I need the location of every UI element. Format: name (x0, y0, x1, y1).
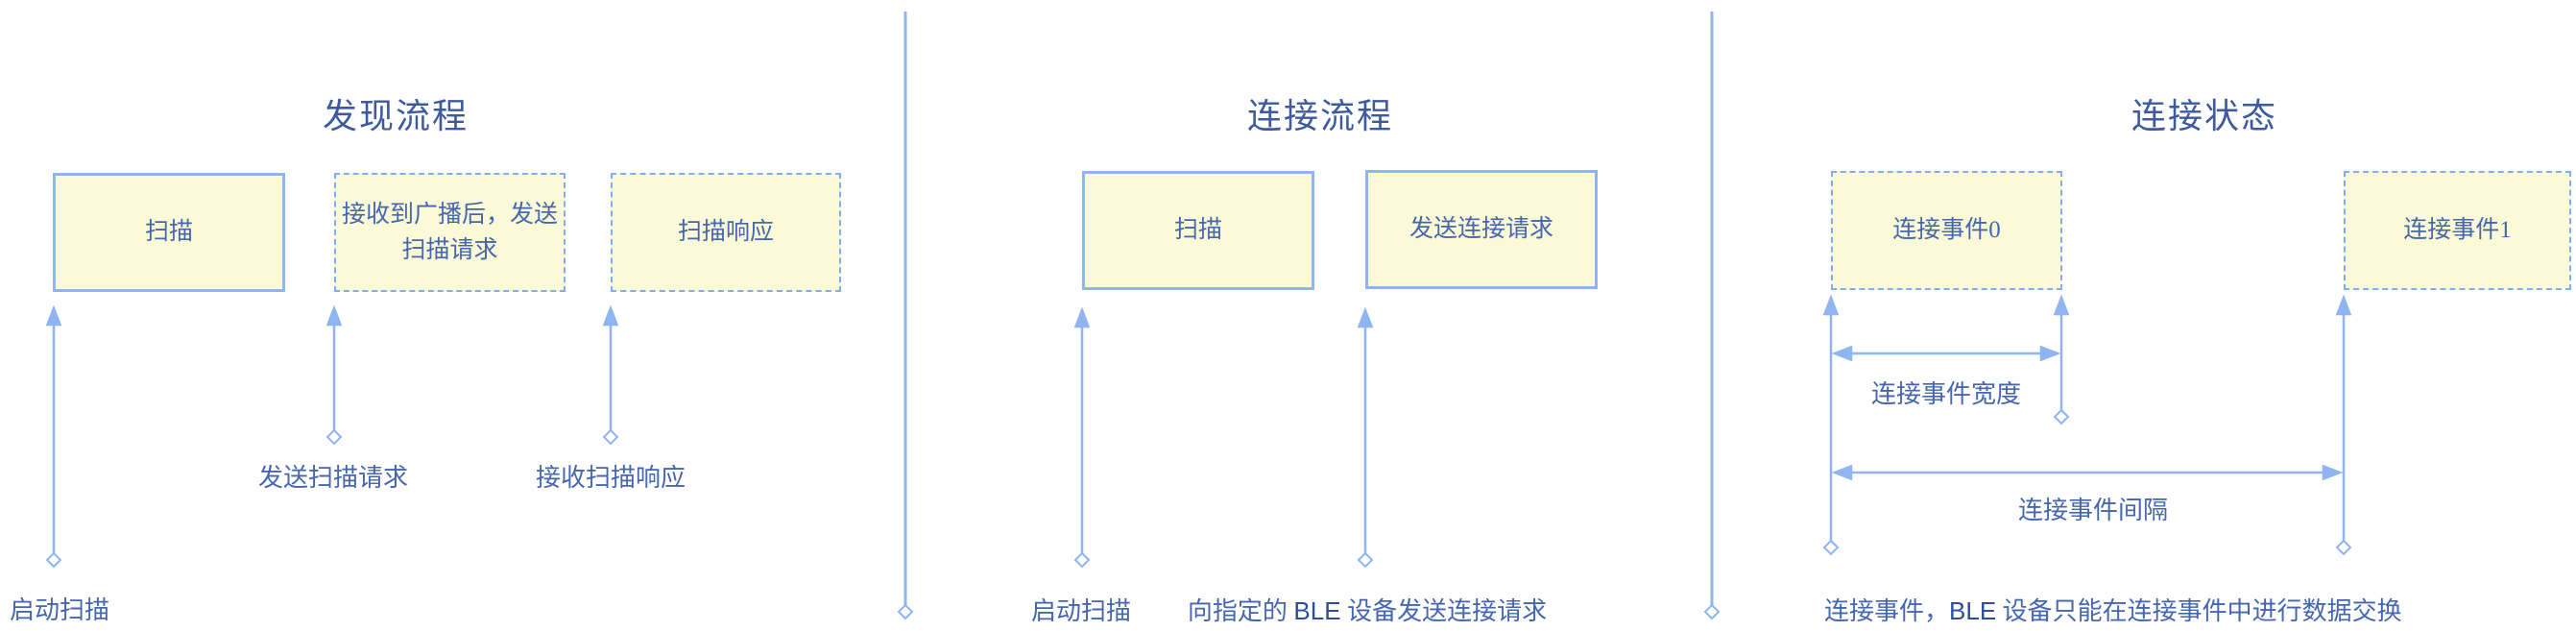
section-title-connection-flow: 连接流程 (1246, 97, 1394, 135)
double-arrow-event-width (1831, 345, 2061, 362)
arrowhead-left-icon (1831, 345, 1853, 362)
note-part-pre: 连接事件， (1824, 597, 1950, 625)
diamond-endpoint (2053, 408, 2070, 425)
note-connection-event: 连接事件，BLE 设备只能在连接事件中进行数据交换 (1824, 592, 2402, 627)
arrowhead-left-icon (1831, 464, 1853, 481)
arrow-send-connect-request (1357, 306, 1374, 569)
section-title-connection-state: 连接状态 (2131, 97, 2278, 135)
section-divider-2 (1703, 12, 1721, 620)
arrow-event0-start (1822, 294, 1840, 556)
arrowhead-up-icon (325, 304, 343, 327)
arrow-event0-end (2053, 294, 2070, 425)
label-part-post: 设备发送连接请求 (1340, 597, 1548, 625)
arrowhead-up-icon (2335, 294, 2352, 316)
label-send-connect-request: 向指定的 BLE 设备发送连接请求 (1188, 592, 1547, 627)
double-arrow-event-interval (1831, 464, 2344, 481)
arrow-receive-scan-response (602, 304, 619, 446)
section-divider-1 (897, 12, 914, 620)
diamond-endpoint (1357, 551, 1374, 569)
ble-acronym: BLE (1293, 596, 1341, 625)
diamond-endpoint (45, 551, 62, 569)
section-title-discovery: 发现流程 (322, 97, 469, 135)
diamond-endpoint (1073, 551, 1091, 569)
arrowhead-up-icon (2053, 294, 2070, 316)
arrowhead-up-icon (1073, 306, 1091, 328)
label-start-scan-1: 启动扫描 (10, 596, 110, 624)
diamond-endpoint (2335, 539, 2352, 556)
arrow-send-scan-request (325, 304, 343, 446)
note-part-post: 设备只能在连接事件中进行数据交换 (1996, 597, 2402, 625)
node-scan-response: 扫描响应 (611, 173, 841, 292)
node-send-connect-request: 发送连接请求 (1365, 170, 1598, 289)
arrow-event1-start (2335, 294, 2352, 556)
arrowhead-up-icon (1357, 306, 1374, 328)
arrowhead-up-icon (45, 304, 62, 327)
node-scan-1: 扫描 (53, 173, 285, 292)
label-receive-scan-response: 接收扫描响应 (535, 464, 686, 492)
label-send-scan-request: 发送扫描请求 (257, 464, 409, 492)
diamond-endpoint (1703, 603, 1721, 620)
label-part-pre: 向指定的 (1187, 597, 1294, 625)
node-scan-2: 扫描 (1082, 171, 1314, 290)
diamond-endpoint (325, 428, 343, 446)
label-start-scan-2: 启动扫描 (1030, 597, 1132, 625)
arrowhead-up-icon (602, 304, 619, 327)
node-connection-event-0: 连接事件0 (1831, 171, 2062, 290)
node-connection-event-1: 连接事件1 (2344, 171, 2571, 290)
arrowhead-up-icon (1822, 294, 1840, 316)
arrow-start-scan-2 (1073, 306, 1091, 569)
diamond-endpoint (602, 428, 619, 446)
arrowhead-right-icon (2039, 345, 2061, 362)
ble-acronym: BLE (1949, 596, 1997, 625)
node-send-scan-request: 接收到广播后，发送扫描请求 (334, 173, 566, 292)
label-connection-event-interval: 连接事件间隔 (2017, 497, 2169, 524)
diamond-endpoint (1822, 539, 1840, 556)
diamond-endpoint (897, 603, 914, 620)
arrow-start-scan-1 (45, 304, 62, 569)
arrowhead-right-icon (2322, 464, 2344, 481)
label-connection-event-width: 连接事件宽度 (1870, 380, 2022, 408)
